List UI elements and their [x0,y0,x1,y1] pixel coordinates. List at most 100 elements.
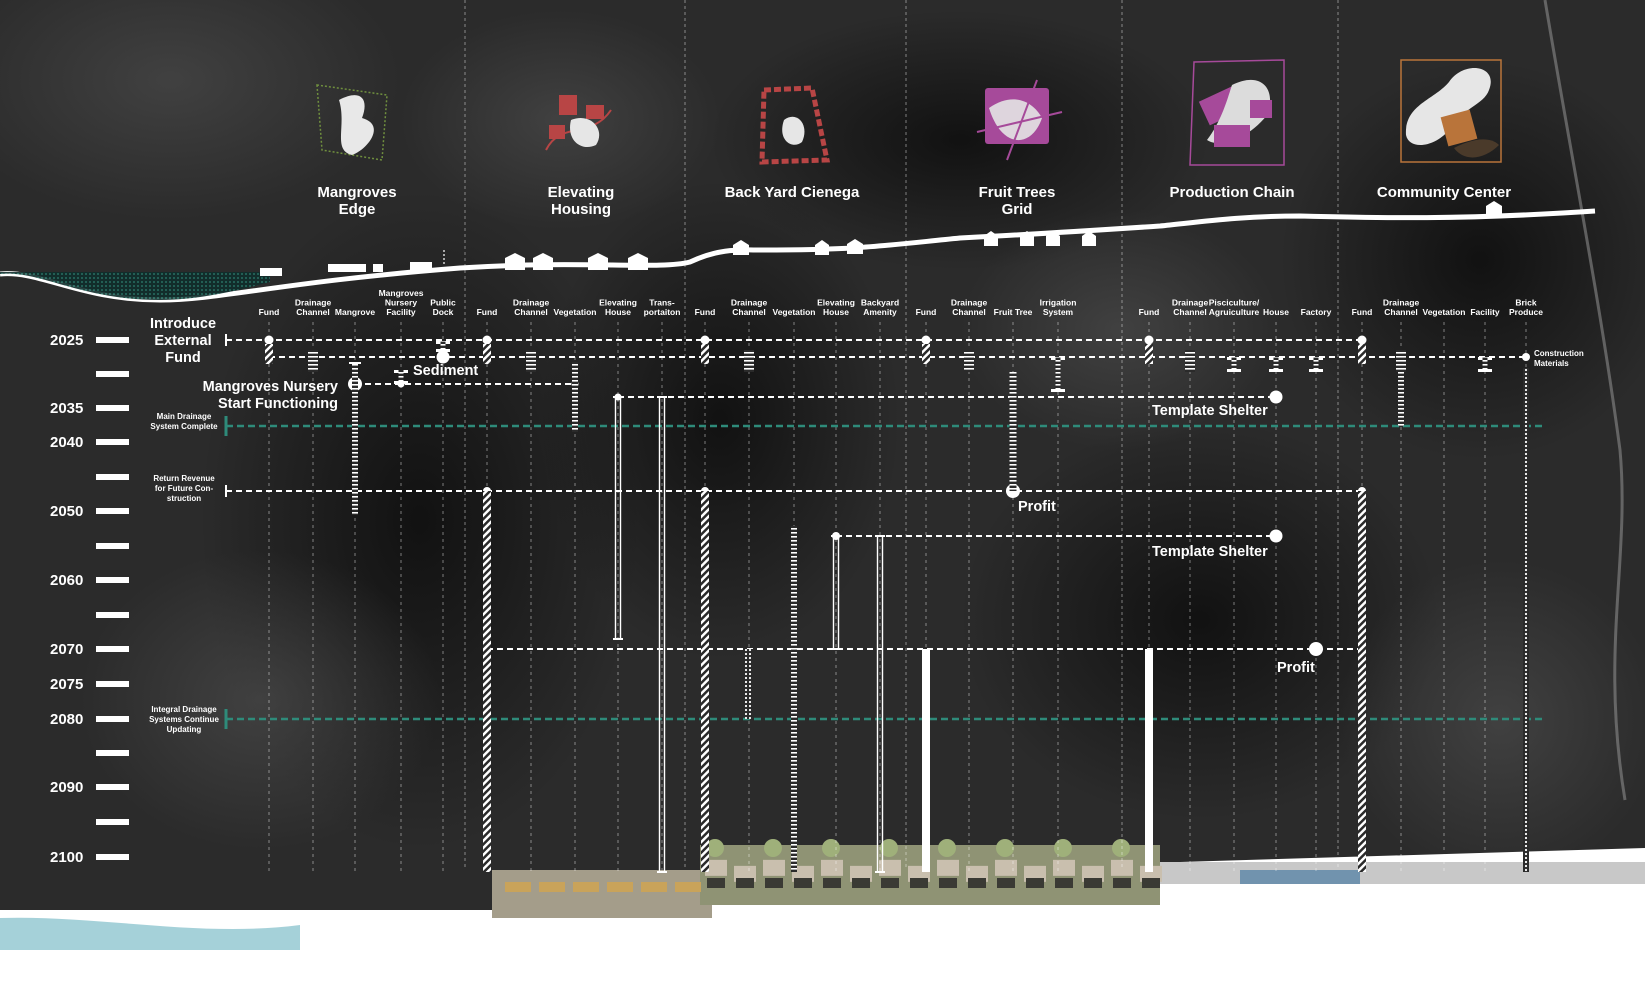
terrain-building [328,264,366,272]
year-tick [96,819,129,825]
year-label-2035: 2035 [50,400,83,417]
site-house [966,865,988,882]
milestone-label-2-line-0: Integral Drainage [151,705,217,714]
terrain-section-line [0,208,1596,303]
column-label-3-line-0: Mangroves [379,288,424,298]
introduce-fund-line-2: External [154,333,211,349]
terrain-building [588,258,608,270]
column-label-11-line-1: Channel [732,307,766,317]
fruit-grid-plan-icon [976,79,1063,161]
column-label-16-line-0: Drainage [951,298,988,308]
water-section [0,272,270,300]
column-label-10-line-0: Fund [695,307,716,317]
fund-hatch-bar [922,344,930,364]
introduce-fund-line-1: Introduce [150,316,216,332]
year-label-2070: 2070 [50,641,83,658]
milestone-label-1-line-0: Return Revenue [153,474,215,483]
column-label-16-line-1: Channel [952,307,986,317]
year-tick [96,646,129,652]
annotations: Introduce External Fund Sediment Mangrov… [150,316,1584,676]
column-label-11-line-0: Drainage [731,298,768,308]
drainage-channel-bar [964,350,974,372]
terrain-building [373,264,383,272]
zone-title-3-line-1: Grid [1002,201,1033,218]
column-label-0-line-0: Fund [259,307,280,317]
fund-dot [1144,335,1154,345]
milestone-label-2-line-2: Updating [167,725,202,734]
production-plan-icon [1189,59,1285,166]
facility-bar [440,341,446,352]
profit-dot-2 [1309,642,1323,656]
facility-bar [1482,357,1488,372]
column-label-3-line-2: Facility [386,307,416,317]
zone-title-0-line-0: Mangroves [317,184,396,201]
column-label-28-line-0: Brick [1515,298,1537,308]
facility-bar [1273,357,1279,372]
year-label-2100: 2100 [50,849,83,866]
fund-long-bar-3 [1358,491,1366,872]
column-label-4-line-1: Dock [433,307,454,317]
column-label-1-line-1: Channel [296,307,330,317]
construction-materials-line-2: Materials [1534,359,1569,368]
year-label-2040: 2040 [50,434,83,451]
nursery-line-1: Mangroves Nursery [203,379,338,395]
phase-bars [265,341,1529,873]
site-house [937,859,959,876]
year-tick [96,337,129,343]
facility-bar [1055,357,1061,392]
terrain-building [505,258,525,270]
year-tick [96,371,129,377]
column-label-9-line-1: portaiton [644,307,681,317]
terrain-building [260,268,282,276]
site-house [995,859,1017,876]
milestone-label-2-line-1: Systems Continue [149,715,219,724]
sediment-dot [436,350,450,364]
year-label-2060: 2060 [50,572,83,589]
column-label-22-line-0: House [1263,307,1289,317]
year-tick [96,474,129,480]
profit-label-2: Profit [1277,660,1315,676]
zone-title-2-line-0: Back Yard Cienega [725,184,860,201]
year-tick [96,716,129,722]
facility-bar [1313,357,1319,372]
terrain-buildings [260,201,1502,276]
terrain-building [847,244,863,254]
drainage-channel-bar [1185,350,1195,372]
column-label-14-line-0: Backyard [861,298,899,308]
column-label-7-line-0: Vegetation [554,307,597,317]
template-shelter-label-1: Template Shelter [1152,403,1268,419]
column-label-5-line-0: Fund [477,307,498,317]
drainage-update-bar [745,649,753,719]
site-house [821,859,843,876]
year-tick [96,405,129,411]
column-label-6-line-1: Channel [514,307,548,317]
zone-title-1-line-1: Housing [551,201,611,218]
site-house [1053,859,1075,876]
site-house [1024,865,1046,882]
facility-bar [398,370,404,384]
site-house [792,865,814,882]
zone-title-4-line-0: Production Chain [1170,184,1295,201]
ground-white [0,848,1645,1000]
zone-title-3-line-0: Fruit Trees [979,184,1056,201]
column-label-8-line-1: House [605,307,631,317]
year-label-2090: 2090 [50,779,83,796]
year-tick [96,612,129,618]
fund-solid-bar-1 [922,649,930,872]
fund-long-bar-2 [701,491,709,872]
terrain-building [1046,236,1060,246]
terrain-building [410,262,432,270]
fund-hatch-bar [483,344,491,364]
fund-long-bar-1 [483,491,491,872]
column-label-20-line-1: Channel [1173,307,1207,317]
cienega-plan-icon [759,85,831,165]
terrain-building [1020,236,1034,246]
column-label-8-line-0: Elevating [599,298,637,308]
zone-title-5-line-0: Community Center [1377,184,1511,201]
column-label-15-line-0: Fund [916,307,937,317]
terrain-building [984,236,998,246]
milestone-label-1-line-2: struction [167,494,201,503]
year-label-2025: 2025 [50,332,83,349]
site-house [850,865,872,882]
